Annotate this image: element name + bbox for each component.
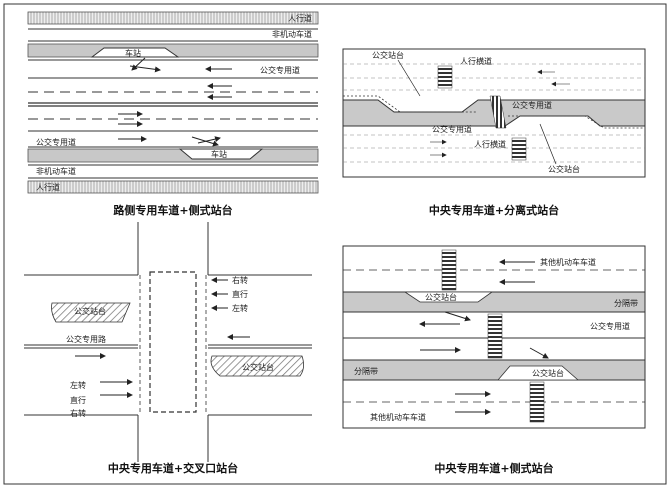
crosswalk-top <box>441 249 457 291</box>
label-bus-lane: 公交专用道 <box>512 100 552 110</box>
intersection-box <box>149 271 197 413</box>
sidewalk-bottom <box>27 180 319 194</box>
label-station-top: 车站 <box>125 48 141 58</box>
label-bus-lane: 公交专用道 <box>590 321 630 331</box>
median-bottom <box>342 359 646 381</box>
label-straight: 直行 <box>232 289 248 299</box>
median-bottom <box>27 148 319 163</box>
station-bottom-platform <box>178 148 264 160</box>
caption-panel4: 中央专用车道+侧式站台 <box>434 461 553 475</box>
label-bus-lane-top: 公交专用道 <box>260 65 300 75</box>
panel-roadside-side-platform: 人行道 非机动车道 车站 公交专用道 公交专用道 车站 非机动车道 人行道 <box>27 11 319 217</box>
stop-top-platform <box>51 302 131 323</box>
crosswalk-top <box>437 65 453 89</box>
label-stop-bottom: 公交站台 <box>548 164 580 174</box>
label-bottom-sidewalk: 人行道 <box>36 182 60 192</box>
stop-top-platform <box>403 291 494 303</box>
station-top-platform <box>90 47 180 58</box>
stop-bottom-platform <box>497 365 580 381</box>
label-straight-2: 直行 <box>70 395 86 405</box>
label-left-turn-2: 左转 <box>70 380 86 390</box>
crosswalk-bottom <box>511 137 527 161</box>
caption-panel3: 中央专用车道+交叉口站台 <box>108 461 238 475</box>
label-stop-top: 公交站台 <box>372 50 404 60</box>
label-bus-route: 公交专用路 <box>66 334 106 344</box>
crosswalk-middle <box>487 313 503 359</box>
sidewalk-top <box>27 11 319 25</box>
panel-central-side-platform: 其他机动车车道 公交站台 分隔带 公交专用道 分隔带 公交站台 其他机动车车道 … <box>342 245 646 475</box>
label-stop-top: 公交站台 <box>425 292 457 302</box>
label-station-bottom: 车站 <box>211 149 227 159</box>
label-bus-lane-2: 公交专用道 <box>432 124 472 134</box>
caption-panel1: 路侧专用车道+侧式站台 <box>113 203 232 217</box>
caption-panel2: 中央专用车道+分离式站台 <box>429 203 559 217</box>
label-stop-bottom: 公交站台 <box>532 368 564 378</box>
label-other-bottom: 其他机动车车道 <box>370 412 426 422</box>
stop-bottom-platform <box>210 355 304 377</box>
median-top <box>342 291 646 313</box>
label-stop-top: 公交站台 <box>74 306 106 316</box>
label-crosswalk-bottom: 人行横道 <box>474 139 506 149</box>
label-bus-lane-bottom: 公交专用道 <box>36 137 76 147</box>
label-bottom-nonmotor: 非机动车道 <box>36 166 76 176</box>
label-crosswalk-top: 人行横道 <box>460 56 492 66</box>
label-left-turn: 左转 <box>232 303 248 313</box>
label-median-bottom: 分隔带 <box>354 367 378 376</box>
label-top-nonmotor: 非机动车道 <box>272 29 312 39</box>
label-top-sidewalk: 人行道 <box>288 13 312 23</box>
outer-frame <box>3 3 667 485</box>
crosswalk-diagonal <box>489 95 507 129</box>
label-right-turn: 右转 <box>232 275 248 285</box>
label-stop-bottom: 公交站台 <box>242 362 274 372</box>
label-other-top: 其他机动车车道 <box>540 257 596 267</box>
crosswalk-bottom <box>529 381 545 423</box>
label-median-top: 分隔带 <box>614 299 638 308</box>
panel-central-separated-platform: 公交站台 人行横道 公交专用道 公交专用道 人行横道 公交站台 中央专用车道+分… <box>342 48 646 217</box>
panel-central-intersection-platform: 公交站台 公交站台 公交专用路 右转 直行 左转 左转 直行 右转 中央专用车道… <box>24 222 312 475</box>
label-right-turn-2: 右转 <box>70 408 86 418</box>
